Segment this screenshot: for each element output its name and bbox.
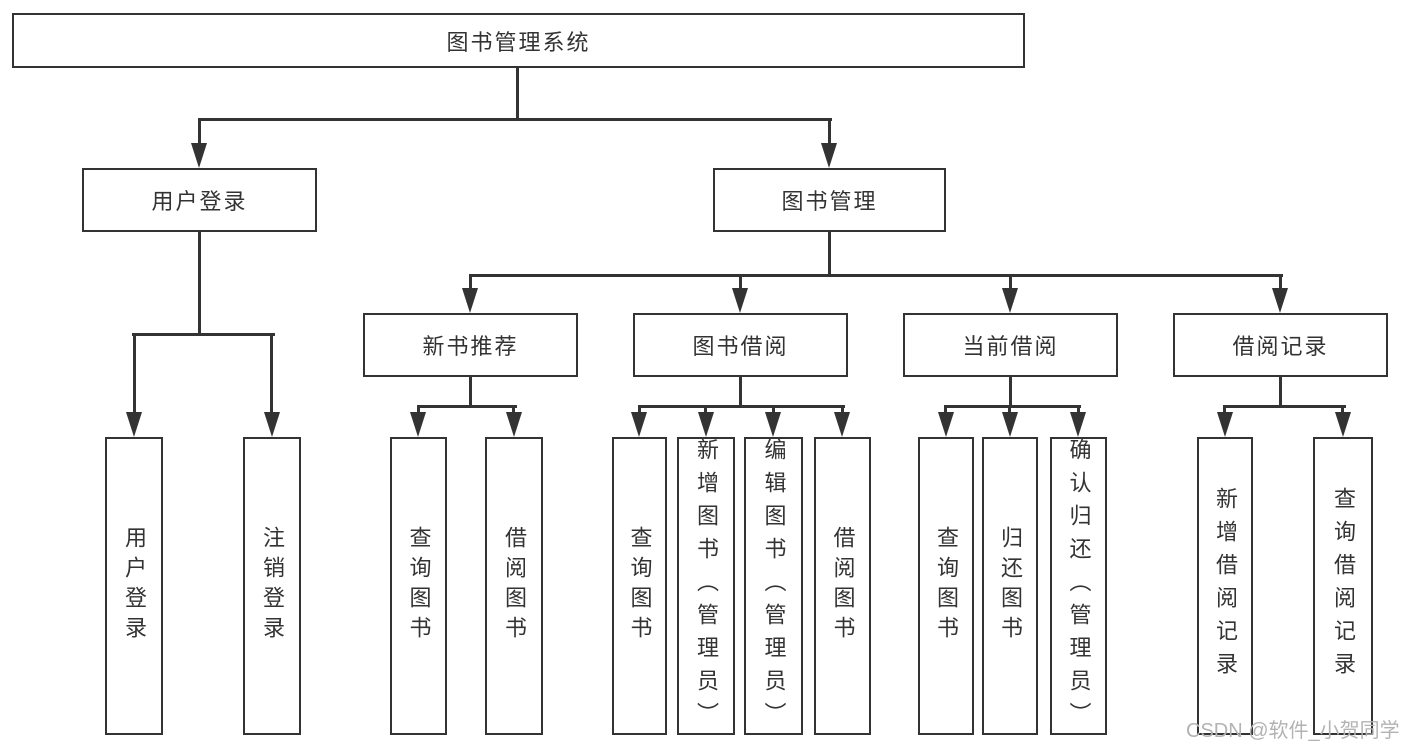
connector-line — [516, 68, 519, 120]
arrow-down-icon — [1002, 288, 1018, 313]
csdn-watermark: CSDN @软件_小贺同学 — [1186, 720, 1400, 742]
node-new-book-recommendation: 新书推荐 — [363, 313, 578, 377]
arrow-down-icon — [1217, 412, 1233, 437]
arrow-down-icon — [1070, 412, 1086, 437]
arrow-down-icon — [834, 412, 850, 437]
connector-line — [469, 277, 472, 290]
connector-line — [133, 333, 136, 414]
node-label: 新增图书（管理员） — [694, 437, 719, 735]
arrow-down-icon — [264, 412, 280, 437]
node-label: 用户登录 — [151, 189, 248, 214]
node-label: 查询图书 — [627, 526, 653, 646]
connector-line — [198, 118, 201, 146]
arrow-down-icon — [698, 412, 714, 437]
connector-line — [638, 405, 641, 414]
arrow-down-icon — [191, 143, 207, 168]
leaf-user-login: 用户登录 — [105, 437, 163, 735]
arrow-down-icon — [938, 412, 954, 437]
node-current-borrowing: 当前借阅 — [903, 313, 1118, 377]
arrow-down-icon — [126, 412, 142, 437]
connector-line — [1279, 277, 1282, 290]
connector-line — [944, 405, 1081, 408]
connector-line — [512, 405, 515, 414]
leaf-logout: 注销登录 — [243, 437, 301, 735]
node-book-borrowing: 图书借阅 — [633, 313, 848, 377]
connector-line — [1279, 377, 1282, 408]
node-label: 编辑图书（管理员） — [761, 437, 787, 735]
node-label: 归还图书 — [998, 526, 1023, 646]
connector-line — [132, 333, 275, 336]
connector-line — [638, 405, 845, 408]
node-label: 借阅图书 — [502, 526, 527, 646]
node-label: 新增借阅记录 — [1213, 487, 1238, 685]
connector-line — [469, 377, 472, 408]
connector-line — [270, 333, 273, 414]
leaf-query-books-current: 查询图书 — [918, 437, 974, 735]
leaf-confirm-return-admin: 确认归还（管理员） — [1050, 437, 1107, 735]
connector-line — [944, 405, 947, 414]
node-label: 图书管理系统 — [446, 29, 591, 55]
leaf-query-books-recommend: 查询图书 — [390, 437, 447, 735]
node-label: 图书借阅 — [692, 334, 789, 359]
arrow-down-icon — [732, 288, 748, 313]
node-book-management: 图书管理 — [713, 168, 946, 232]
connector-line — [1223, 405, 1226, 414]
node-borrowing-records: 借阅记录 — [1173, 313, 1388, 377]
connector-line — [1077, 405, 1080, 414]
node-label: 注销登录 — [260, 526, 285, 646]
leaf-borrow-books-recommend: 借阅图书 — [485, 437, 543, 735]
node-label: 查询图书 — [934, 526, 959, 646]
node-user-login: 用户登录 — [82, 168, 317, 232]
arrow-down-icon — [1272, 288, 1288, 313]
node-label: 图书管理 — [781, 189, 878, 214]
arrow-down-icon — [1002, 412, 1018, 437]
leaf-add-borrow-record: 新增借阅记录 — [1197, 437, 1253, 735]
connector-line — [704, 405, 707, 414]
leaf-borrow-books-borrowing: 借阅图书 — [814, 437, 871, 735]
node-label: 借阅记录 — [1232, 334, 1329, 359]
arrow-down-icon — [821, 143, 837, 168]
arrow-down-icon — [462, 288, 478, 313]
node-label: 确认归还（管理员） — [1066, 437, 1092, 735]
leaf-return-book: 归还图书 — [982, 437, 1038, 735]
connector-line — [417, 405, 420, 414]
leaf-add-book-admin: 新增图书（管理员） — [677, 437, 735, 735]
node-label: 新书推荐 — [422, 334, 519, 359]
arrow-down-icon — [410, 412, 426, 437]
node-label: 查询图书 — [406, 526, 432, 646]
connector-line — [417, 405, 517, 408]
connector-line — [828, 232, 831, 276]
leaf-query-books-borrowing: 查询图书 — [612, 437, 667, 735]
connector-line — [198, 118, 832, 121]
node-label: 查询借阅记录 — [1331, 487, 1356, 685]
node-label: 借阅图书 — [830, 526, 856, 646]
arrow-down-icon — [765, 412, 781, 437]
connector-line — [739, 377, 742, 408]
node-library-management-system: 图书管理系统 — [12, 13, 1025, 68]
node-label: 用户登录 — [122, 526, 147, 646]
arrow-down-icon — [1335, 412, 1351, 437]
arrow-down-icon — [631, 412, 647, 437]
arrow-down-icon — [506, 412, 522, 437]
connector-line — [841, 405, 844, 414]
connector-line — [1008, 405, 1011, 414]
leaf-edit-book-admin: 编辑图书（管理员） — [744, 437, 803, 735]
connector-line — [1341, 405, 1344, 414]
connector-line — [469, 274, 1283, 277]
connector-line — [772, 405, 775, 414]
connector-line — [1009, 377, 1012, 408]
connector-line — [739, 277, 742, 290]
connector-line — [828, 118, 831, 146]
node-label: 当前借阅 — [962, 334, 1059, 359]
connector-line — [198, 232, 201, 335]
leaf-query-borrow-record: 查询借阅记录 — [1313, 437, 1373, 735]
connector-line — [1009, 277, 1012, 290]
connector-line — [1223, 405, 1346, 408]
